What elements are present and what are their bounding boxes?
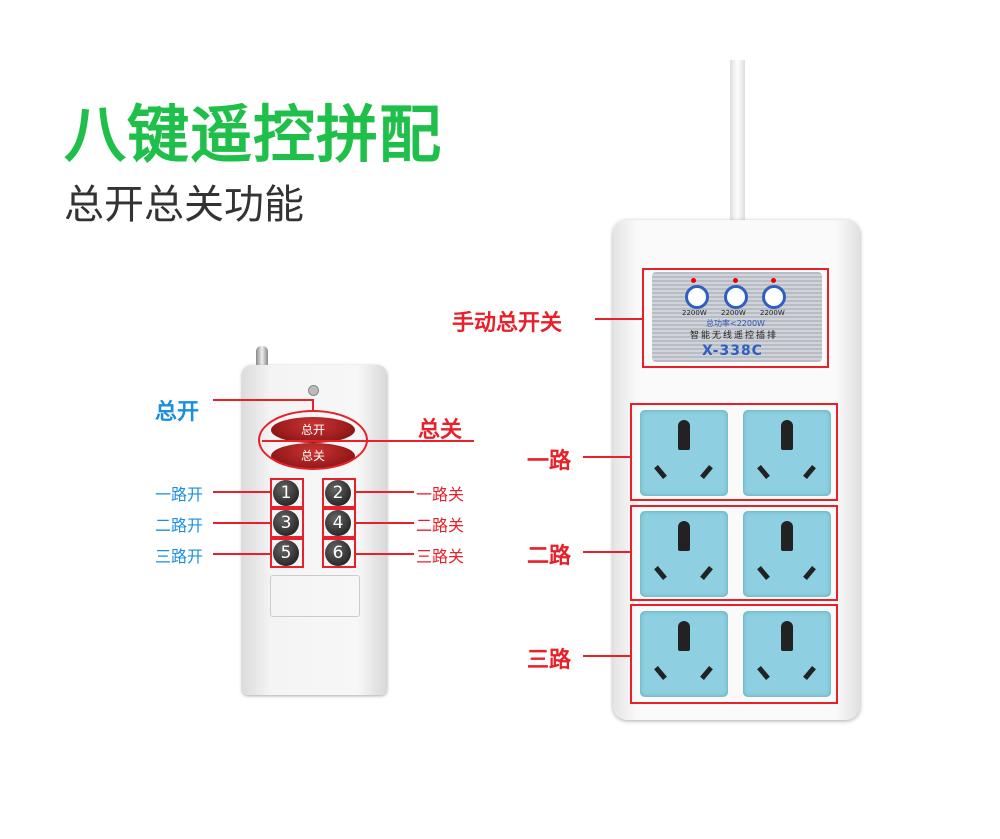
callout-line (213, 553, 270, 555)
indicator-dot (691, 278, 696, 283)
label-ch1-on: 一路开 (155, 485, 204, 504)
callout-line (356, 491, 414, 493)
callout-line (583, 456, 630, 458)
socket (743, 410, 831, 496)
page-title: 八键遥控拼配 (64, 98, 443, 171)
label-ch1: 一路 (527, 449, 572, 474)
socket (640, 511, 728, 597)
label-ch3: 三路 (527, 648, 572, 673)
socket (640, 410, 728, 496)
key-box (270, 508, 304, 538)
manual-switch-1[interactable] (685, 285, 709, 309)
key-box (270, 478, 304, 508)
panel-highlight (642, 268, 829, 368)
label-all-off: 总关 (418, 418, 463, 443)
key-6[interactable]: 6 (325, 540, 351, 566)
callout-line (213, 399, 313, 401)
label-ch2: 二路 (527, 544, 572, 569)
socket (743, 611, 831, 697)
rating-3: 2200W (760, 309, 785, 317)
manual-switch-3[interactable] (762, 285, 786, 309)
key-box (322, 478, 356, 508)
power-cord (730, 60, 745, 225)
remote-label-slot (270, 575, 360, 617)
callout-line (213, 522, 270, 524)
label-ch2-on: 二路开 (155, 516, 204, 535)
channel-3-highlight (630, 604, 838, 704)
total-power: 总功率<2200W (706, 319, 765, 328)
key-1[interactable]: 1 (273, 480, 299, 506)
antenna (256, 346, 268, 366)
product-name: 智能无线遥控插排 (690, 331, 779, 341)
key-2[interactable]: 2 (325, 480, 351, 506)
callout-line (213, 491, 270, 493)
key-3[interactable]: 3 (273, 510, 299, 536)
callout-line (262, 440, 474, 442)
callout-line (583, 655, 630, 657)
socket (743, 511, 831, 597)
channel-2-highlight (630, 505, 838, 601)
rating-2: 2200W (721, 309, 746, 317)
key-box (322, 538, 356, 568)
manual-switch-2[interactable] (724, 285, 748, 309)
label-ch3-on: 三路开 (155, 547, 204, 566)
callout-line (312, 399, 314, 411)
rating-1: 2200W (682, 309, 707, 317)
socket (640, 611, 728, 697)
callout-line (595, 318, 642, 320)
indicator-dot (771, 278, 776, 283)
label-all-on: 总开 (155, 400, 200, 425)
key-box (270, 538, 304, 568)
page-subtitle: 总开总关功能 (64, 182, 304, 228)
channel-1-highlight (630, 403, 838, 501)
key-4[interactable]: 4 (325, 510, 351, 536)
label-manual-switch: 手动总开关 (452, 311, 563, 336)
label-ch3-off: 三路关 (416, 547, 465, 566)
model-number: X-338C (702, 343, 763, 359)
indicator-dot (733, 278, 738, 283)
key-5[interactable]: 5 (273, 540, 299, 566)
callout-line (356, 553, 414, 555)
label-ch1-off: 一路关 (416, 485, 465, 504)
callout-line (356, 522, 414, 524)
callout-line (583, 551, 630, 553)
key-box (322, 508, 356, 538)
label-ch2-off: 二路关 (416, 516, 465, 535)
remote-led (308, 385, 319, 396)
